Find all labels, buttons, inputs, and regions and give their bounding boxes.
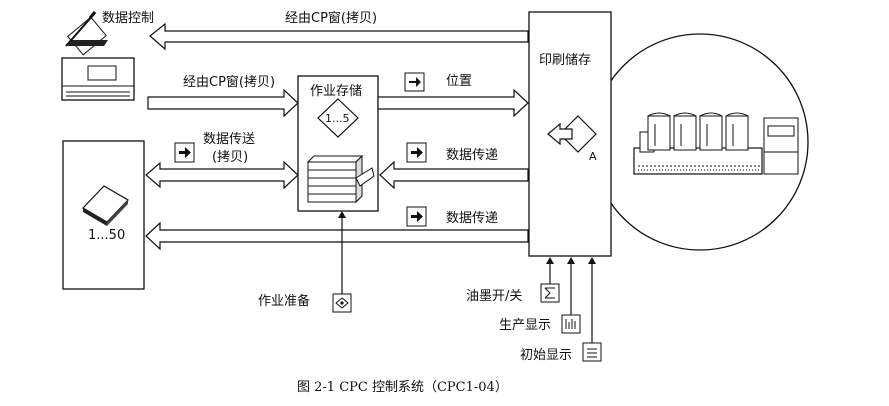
arrow-to-data-control — [149, 22, 529, 51]
arrow-position — [377, 88, 529, 118]
job-range-label: 1...5 — [325, 112, 350, 125]
data-transfer-low-icon — [406, 206, 427, 227]
arrow-data-transfer-low — [145, 221, 529, 251]
production-display-label: 生产显示 — [499, 318, 551, 333]
initial-display-label: 初始显示 — [520, 348, 572, 363]
disk-range-label: 1...50 — [88, 228, 125, 243]
job-prep-icon — [332, 293, 352, 313]
arrow-data-send — [145, 160, 299, 190]
data-control-label: 数据控制 — [102, 11, 154, 26]
data-transfer-mid-label: 数据传递 — [446, 148, 498, 163]
arrow-data-transfer-mid — [379, 160, 529, 190]
data-send-icon — [174, 142, 195, 163]
production-display-line — [567, 257, 575, 318]
job-diamond — [317, 98, 359, 138]
data-send-label-2: (拷贝) — [212, 150, 248, 165]
left-arrow-label: 经由CP窗(拷贝) — [183, 74, 275, 90]
disk-icon — [82, 185, 129, 226]
job-prep-line — [338, 211, 346, 301]
monitor-icon — [61, 57, 135, 101]
print-marker-icon — [547, 115, 597, 153]
job-storage-label: 作业存储 — [310, 84, 362, 99]
print-marker-label: A — [589, 150, 597, 163]
press-icon — [633, 112, 799, 175]
job-prep-label: 作业准备 — [258, 293, 310, 309]
data-transfer-mid-icon — [406, 142, 427, 163]
job-stack-icon — [306, 154, 375, 204]
initial-display-icon — [582, 342, 602, 362]
top-arrow-label: 经由CP窗(拷贝) — [285, 10, 377, 26]
data-transfer-low-label: 数据传递 — [446, 211, 498, 226]
production-display-icon — [561, 314, 581, 334]
data-control-icon — [65, 11, 108, 56]
ink-switch-label: 油墨开/关 — [466, 289, 522, 304]
initial-display-line — [588, 257, 596, 343]
ink-switch-icon — [540, 283, 560, 303]
position-label: 位置 — [446, 74, 472, 89]
print-storage-label: 印刷储存 — [539, 53, 591, 68]
arrow-to-job-storage — [147, 88, 299, 118]
figure-caption: 图 2-1 CPC 控制系统（CPC1-04） — [297, 380, 508, 395]
data-send-label-1: 数据传送 — [203, 132, 255, 147]
position-icon — [404, 72, 425, 92]
